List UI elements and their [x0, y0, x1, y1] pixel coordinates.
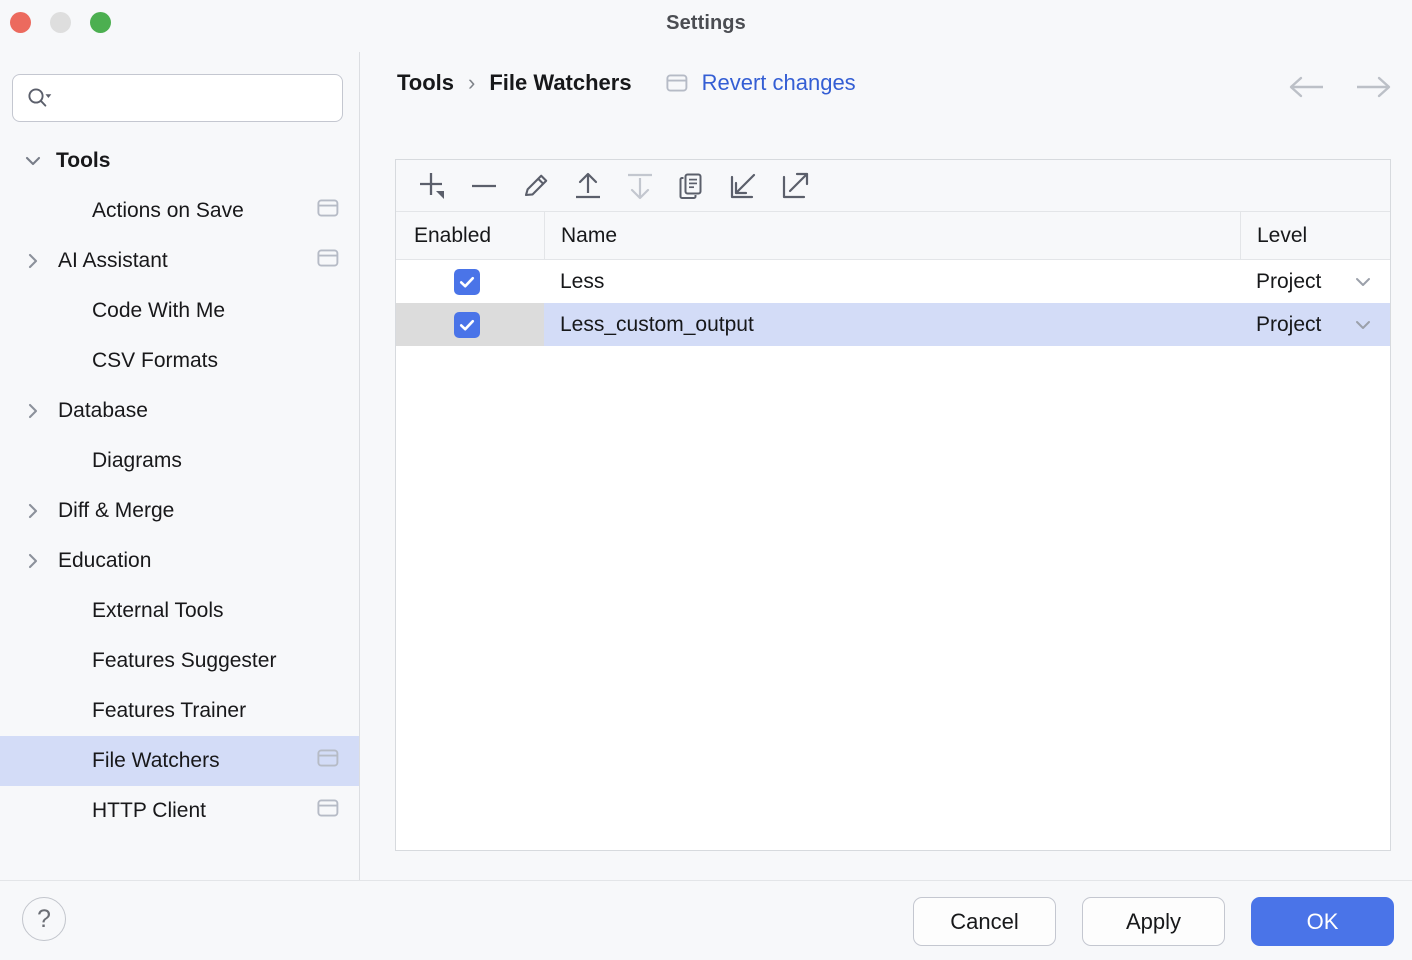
chevron-right-icon[interactable] [22, 550, 56, 572]
search-icon[interactable] [27, 87, 53, 109]
column-header-name[interactable]: Name [544, 212, 1240, 259]
sidebar-item-csv-formats[interactable]: CSV Formats [0, 336, 359, 386]
export-button[interactable] [770, 160, 822, 212]
sidebar-item-ai-assistant[interactable]: AI Assistant [0, 236, 359, 286]
sidebar-item-label: AI Assistant [58, 249, 168, 272]
sidebar-item-label: Features Trainer [92, 699, 247, 722]
search-container [0, 52, 359, 122]
sidebar-item-label: CSV Formats [92, 349, 219, 372]
file-watchers-toolbar [396, 160, 1390, 212]
add-button[interactable] [406, 160, 458, 212]
sidebar-item-label: Database [58, 399, 148, 422]
chevron-right-icon[interactable] [22, 400, 56, 422]
enabled-cell [396, 303, 544, 346]
arrow-left-icon[interactable] [1286, 74, 1328, 100]
level-cell[interactable]: Project [1240, 303, 1390, 346]
cancel-button[interactable]: Cancel [913, 897, 1056, 946]
enabled-checkbox[interactable] [454, 311, 480, 338]
sidebar-item-label: Actions on Save [92, 199, 244, 222]
column-header-level[interactable]: Level [1240, 212, 1390, 259]
dialog-button-group: Cancel Apply OK [913, 897, 1394, 946]
sidebar-item-label: External Tools [92, 599, 224, 622]
sidebar-item-label: Diff & Merge [58, 499, 175, 522]
table-header: Enabled Name Level [396, 212, 1390, 260]
level-cell[interactable]: Project [1240, 260, 1390, 303]
project-scope-icon [317, 798, 339, 824]
sidebar-item-label: HTTP Client [92, 799, 206, 822]
sidebar-item-label: Diagrams [92, 449, 182, 472]
sidebar-item-features-suggester[interactable]: Features Suggester [0, 636, 359, 686]
chevron-down-icon[interactable] [1352, 314, 1374, 336]
project-scope-icon [317, 248, 339, 274]
sidebar-item-actions-on-save[interactable]: Actions on Save [0, 186, 359, 236]
arrow-right-icon[interactable] [1352, 74, 1394, 100]
move-down-button[interactable] [614, 160, 666, 212]
sidebar-item-label: Code With Me [92, 299, 226, 322]
move-up-button[interactable] [562, 160, 614, 212]
table-row[interactable]: Less Project [396, 260, 1390, 303]
chevron-right-icon[interactable] [22, 500, 56, 522]
project-scope-icon [317, 198, 339, 224]
sidebar-item-tools[interactable]: Tools [0, 136, 359, 186]
breadcrumb-separator: › [468, 70, 476, 95]
column-header-enabled[interactable]: Enabled [414, 223, 492, 247]
ok-button[interactable]: OK [1251, 897, 1394, 946]
help-button[interactable]: ? [22, 897, 66, 941]
sidebar-item-label: Features Suggester [92, 649, 277, 672]
window-title: Settings [666, 12, 746, 34]
sidebar-item-label: File Watchers [92, 749, 220, 772]
chevron-down-icon[interactable] [1352, 271, 1374, 293]
revert-changes-link[interactable]: Revert changes [701, 70, 856, 95]
project-scope-icon [666, 73, 688, 93]
import-button[interactable] [718, 160, 770, 212]
sidebar-item-file-watchers[interactable]: File Watchers [0, 736, 359, 786]
dialog-footer: ? Cancel Apply OK [0, 880, 1412, 960]
edit-button[interactable] [510, 160, 562, 212]
settings-main: Tools › File Watchers Revert changes [361, 52, 1412, 880]
level-value: Project [1256, 269, 1322, 293]
sidebar-item-label: Tools [56, 149, 111, 172]
sidebar-item-diff-merge[interactable]: Diff & Merge [0, 486, 359, 536]
breadcrumb-current: File Watchers [489, 70, 632, 95]
copy-button[interactable] [666, 160, 718, 212]
navigation-arrows [1286, 74, 1394, 100]
project-scope-icon [317, 748, 339, 774]
search-field[interactable] [12, 74, 343, 122]
sidebar-item-database[interactable]: Database [0, 386, 359, 436]
breadcrumb-root[interactable]: Tools [397, 70, 455, 95]
name-cell[interactable]: Less [560, 269, 605, 293]
sidebar-item-diagrams[interactable]: Diagrams [0, 436, 359, 486]
sidebar-item-education[interactable]: Education [0, 536, 359, 586]
traffic-light-group [10, 12, 111, 33]
sidebar-item-external-tools[interactable]: External Tools [0, 586, 359, 636]
search-input[interactable] [53, 75, 342, 121]
chevron-down-icon[interactable] [22, 150, 56, 172]
sidebar-item-label: Education [58, 549, 152, 572]
sidebar-item-http-client[interactable]: HTTP Client [0, 786, 359, 836]
title-bar: Settings [0, 0, 1412, 52]
enabled-cell [396, 260, 544, 303]
sidebar-item-code-with-me[interactable]: Code With Me [0, 286, 359, 336]
close-button[interactable] [10, 12, 31, 33]
level-value: Project [1256, 312, 1322, 336]
enabled-checkbox[interactable] [454, 268, 480, 295]
name-cell[interactable]: Less_custom_output [544, 303, 1240, 346]
minimize-button[interactable] [50, 12, 71, 33]
breadcrumb: Tools › File Watchers Revert changes [361, 52, 1412, 114]
zoom-button[interactable] [90, 12, 111, 33]
sidebar-item-features-trainer[interactable]: Features Trainer [0, 686, 359, 736]
chevron-right-icon[interactable] [22, 250, 56, 272]
apply-button[interactable]: Apply [1082, 897, 1225, 946]
table-row[interactable]: Less_custom_output Project [396, 303, 1390, 346]
remove-button[interactable] [458, 160, 510, 212]
